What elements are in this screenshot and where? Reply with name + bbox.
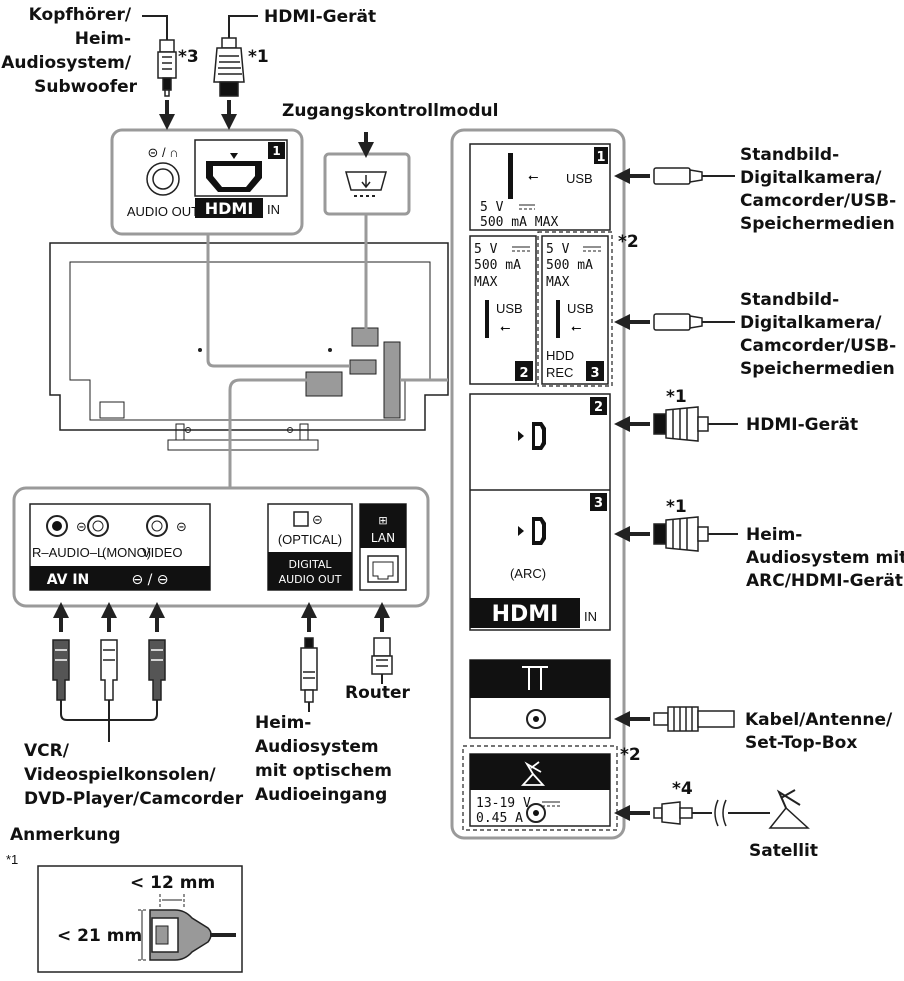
callout-lines [206, 214, 448, 490]
right-arrows [614, 168, 650, 821]
optical-audio-out: AUDIO OUT [279, 573, 342, 586]
headphones-label: Kopfhörer/ Heim- Audiosystem/ Subwoofer [1, 5, 137, 97]
tv-back [49, 242, 449, 451]
usb1-port[interactable] [508, 153, 513, 199]
hdmi-device-right-label: HDMI-Gerät [746, 415, 858, 435]
usb-devices-label-2: Standbild- Digitalkamera/ Camcorder/USB-… [740, 290, 902, 379]
usb2-port[interactable] [485, 300, 489, 338]
video-label: VIDEO [142, 545, 182, 560]
usb3-hdd: HDD [546, 348, 574, 363]
svg-text:⭠: ⭠ [571, 320, 581, 335]
hdmi2-number: 2 [594, 400, 603, 415]
usb3-port[interactable] [556, 300, 560, 338]
usb3-label: USB [567, 301, 594, 316]
hdmi3-arc: (ARC) [510, 566, 546, 581]
digital-label: DIGITAL [288, 558, 332, 571]
labels: Kopfhörer/ Heim- Audiosystem/ Subwoofer … [1, 5, 904, 867]
lan-label: LAN [371, 531, 395, 545]
footnote-3-top: *3 [178, 47, 199, 67]
av-in-label: AV IN [47, 572, 90, 588]
cable-antenna-label: Kabel/Antenne/ Set-Top-Box [745, 710, 898, 753]
right-panel: 1 ⭠ USB 5 V 500 mA MAX 5 V 500 mA MAX US… [450, 128, 626, 840]
svg-text:⊖ / ⊖: ⊖ / ⊖ [131, 572, 168, 588]
optical-device-label: Heim- Audiosystem mit optischem Audioein… [255, 713, 398, 805]
hdmi3-number: 3 [594, 496, 603, 511]
antenna-icon [522, 666, 548, 690]
av-devices-label: VCR/ Videospielkonsolen/ DVD-Player/Camc… [24, 741, 244, 809]
hdmi-in-right: IN [584, 609, 597, 624]
usb-devices-label-1: Standbild- Digitalkamera/ Camcorder/USB-… [740, 145, 902, 234]
bottom-arrows [53, 602, 390, 632]
usb3-max: MAX [546, 275, 570, 290]
usb1-volt: 5 V [480, 200, 504, 215]
note-width: < 12 mm [130, 873, 215, 893]
note-height: < 21 mm [57, 926, 142, 946]
usb2-current: 500 mA [474, 258, 521, 273]
lan-icon: ⊞ [378, 514, 387, 527]
usb3-volt: 5 V [546, 242, 570, 257]
usb-plug-2 [653, 313, 735, 331]
headphone-plug [142, 15, 177, 97]
hdmi-plug-right-2 [653, 516, 738, 552]
usb1-number: 1 [596, 150, 605, 165]
arc-device-label: Heim- Audiosystem mit ARC/HDMI-Gerät [746, 525, 904, 591]
usb2-label: USB [496, 301, 523, 316]
usb1-current: 500 mA MAX [480, 215, 558, 230]
note-drawing: < 12 mm < 21 mm [37, 865, 243, 973]
top-arrows [159, 100, 374, 158]
satellite-cable [653, 789, 810, 829]
usb-icon: ⭠ [528, 169, 538, 184]
hdmi1-number: 1 [272, 144, 280, 158]
footnote-2-usb: *2 [618, 232, 639, 252]
optical-port[interactable] [293, 511, 309, 527]
satellite-label: Satellit [749, 841, 818, 861]
note-heading: Anmerkung [10, 825, 121, 845]
lan-plug [371, 637, 393, 684]
svg-text:⊝: ⊝ [176, 519, 187, 534]
audio-out-label: AUDIO OUT [127, 204, 199, 219]
coax-plug [653, 706, 735, 732]
footnote-1-top: *1 [248, 47, 269, 67]
audio-out-icon: ⊝ / ∩ [147, 145, 178, 160]
hdmi1-in: IN [267, 202, 280, 217]
usb3-rec: REC [546, 365, 573, 380]
footnote-2-sat: *2 [620, 745, 641, 765]
usb1-label: USB [566, 171, 593, 186]
note-footnote-1: *1 [6, 852, 18, 867]
satellite-icon [520, 761, 546, 786]
hdmi-plug-top [213, 15, 258, 97]
usb-plug-1 [653, 167, 735, 185]
cam-module-label: Zugangskontrollmodul [282, 101, 498, 121]
footnote-4: *4 [672, 779, 693, 799]
sat-current: 0.45 A [476, 811, 523, 826]
optical-plug [300, 637, 318, 712]
router-label: Router [345, 683, 411, 703]
usb2-volt: 5 V [474, 242, 498, 257]
svg-text:⊝: ⊝ [76, 519, 87, 534]
rca-plugs [52, 639, 166, 742]
bottom-panel: ⊝ ⊝ R–AUDIO–L (MONO) VIDEO AV IN ⊖ / ⊖ ⊝… [12, 486, 430, 608]
svg-text:⭠: ⭠ [500, 320, 510, 335]
mono-label: (MONO) [102, 545, 151, 560]
sat-volt: 13-19 V [476, 796, 531, 811]
top-panel: ⊝ / ∩ AUDIO OUT 1 HDMI IN [110, 128, 304, 236]
hdmi1-logo: HDMI [205, 199, 254, 218]
hdmi-plug-right-1 [653, 406, 738, 442]
footnote-1-hdmi2: *1 [666, 387, 687, 407]
cam-slot[interactable] [323, 152, 411, 216]
usb2-number: 2 [519, 366, 528, 381]
hdmi-logo-right: HDMI [492, 602, 559, 627]
optical-label: (OPTICAL) [278, 532, 342, 547]
svg-text:⊝: ⊝ [312, 512, 323, 527]
usb3-number: 3 [590, 366, 599, 381]
usb3-current: 500 mA [546, 258, 593, 273]
audio-rl-label: R–AUDIO–L [32, 545, 104, 560]
hdmi-device-top-label: HDMI-Gerät [264, 7, 376, 27]
footnote-1-hdmi3: *1 [666, 497, 687, 517]
usb2-max: MAX [474, 275, 498, 290]
